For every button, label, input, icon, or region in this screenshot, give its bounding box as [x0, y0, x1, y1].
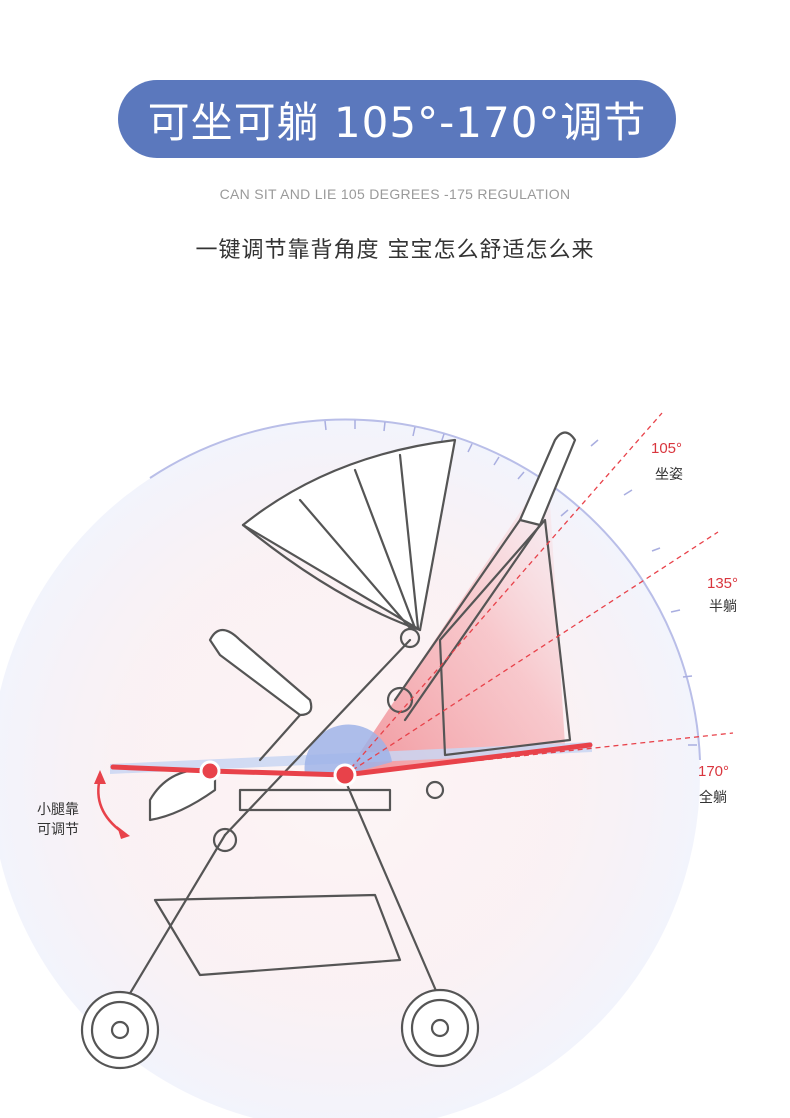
angle-170-label: 170°	[698, 763, 730, 780]
leg-rest	[148, 768, 217, 822]
leg-rest-note-line2: 可调节	[37, 822, 79, 838]
angle-line-105	[344, 412, 663, 776]
canopy	[241, 438, 457, 632]
posture-half-recline-label: 半躺	[709, 599, 737, 615]
leg-pivot-dot	[199, 760, 221, 782]
chinese-subtitle: 一键调节靠背角度 宝宝怎么舒适怎么来	[195, 238, 595, 263]
angle-arc	[304, 724, 392, 775]
basket	[153, 893, 402, 977]
backrest	[438, 518, 572, 757]
leg-rest-note-line1: 小腿靠	[37, 802, 79, 818]
title-banner: 可坐可躺 105°-170°调节	[118, 80, 676, 158]
page-title: 可坐可躺 105°-170°调节	[147, 97, 647, 147]
angle-135-label: 135°	[707, 575, 739, 592]
armrest	[208, 628, 313, 717]
angle-line-135	[344, 531, 719, 776]
posture-sitting-label: 坐姿	[655, 467, 683, 483]
handlebar	[518, 431, 577, 527]
back-pivot-dot	[333, 763, 357, 787]
dial-ring	[149, 418, 701, 761]
seat-line	[110, 742, 593, 778]
posture-full-recline-label: 全躺	[699, 790, 727, 806]
wheels	[80, 988, 480, 1070]
stroller-frame	[118, 431, 577, 1012]
leg-rest-note: 小腿靠 可调节	[26, 800, 90, 840]
english-subtitle: CAN SIT AND LIE 105 DEGREES -175 REGULAT…	[219, 186, 571, 202]
angle-105-label: 105°	[651, 440, 683, 457]
curved-double-arrow-icon	[94, 770, 130, 839]
